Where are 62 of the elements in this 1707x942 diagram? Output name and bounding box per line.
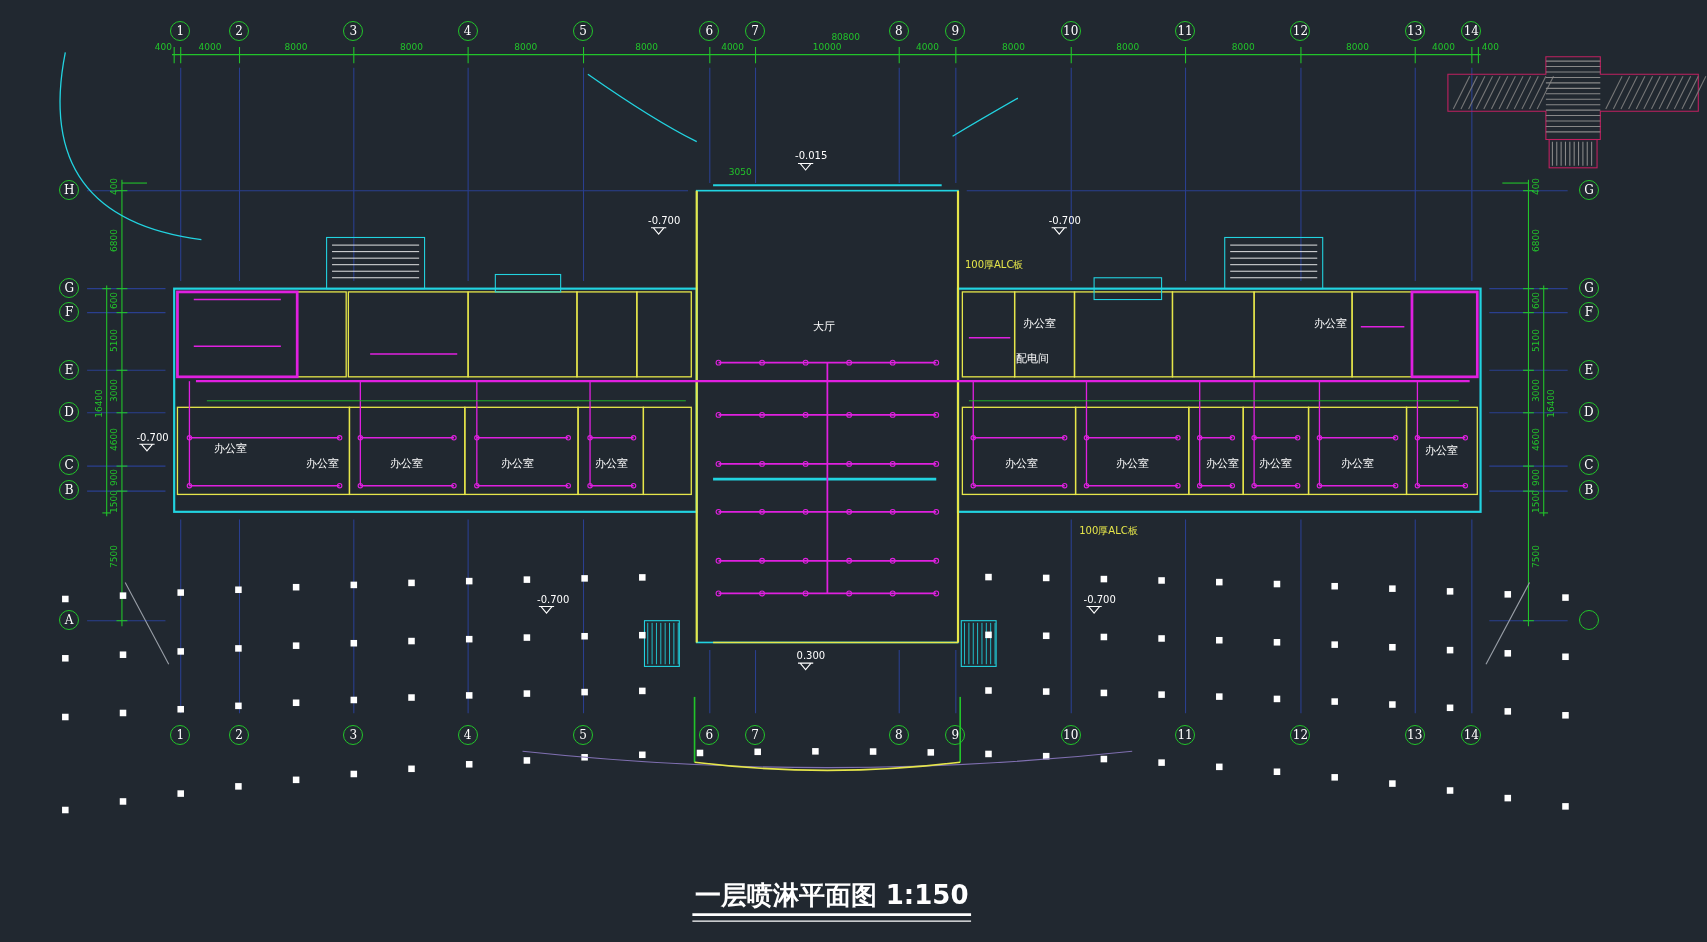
dimension-text: 1500 [1531, 490, 1541, 514]
dimension-text: 4000 [721, 43, 745, 53]
dimension-text: 8000 [514, 43, 538, 53]
dimension-text: 900 [1531, 469, 1541, 487]
dimension-text: 8000 [400, 43, 423, 53]
room-label: 办公室 [500, 458, 534, 470]
dimension-text: 8000 [1231, 43, 1255, 53]
elevation-label: -0.015 [795, 150, 828, 161]
dimension-text: 16400 [1546, 389, 1556, 419]
room-label: 办公室 [1023, 317, 1057, 329]
dimension-text: 8000 [1116, 43, 1140, 53]
dimension-text: 400 [154, 43, 172, 53]
dimension-text: 400 [1481, 43, 1500, 53]
dimension-text: 4000 [916, 43, 939, 53]
note-label: 100厚ALC板 [1079, 526, 1138, 537]
dimension-text: 5100 [1531, 329, 1541, 353]
dimension-text: 1500 [109, 490, 119, 514]
dimension-text: 8000 [1346, 43, 1369, 53]
room-label: 办公室 [1313, 317, 1347, 329]
dimension-text: 8000 [635, 43, 659, 53]
room-label: 办公室 [1115, 458, 1149, 470]
dimension-text: 3000 [109, 379, 119, 403]
room-label: 办公室 [1424, 445, 1458, 457]
elevation-label: -0.700 [1083, 594, 1116, 605]
dimension-text: 80800 [831, 32, 860, 42]
dimension-text: 4600 [1531, 428, 1541, 452]
dimension-text: 7500 [1531, 544, 1541, 568]
room-label: 办公室 [389, 458, 423, 470]
elevation-label: 0.300 [796, 651, 826, 662]
room-label: 办公室 [214, 443, 248, 454]
dimension-text: 4000 [1432, 43, 1455, 53]
room-label: 办公室 [1004, 458, 1038, 470]
dimension-text: 900 [109, 469, 119, 487]
dimension-text: 4000 [198, 43, 222, 53]
dimension-text: 600 [109, 291, 119, 310]
dimension-text: 5100 [109, 329, 119, 353]
dimension-text: 6800 [1531, 229, 1541, 253]
elevation-label: -0.700 [136, 432, 169, 443]
elevation-label: -0.700 [1048, 216, 1081, 226]
dimension-text: 3000 [1531, 379, 1541, 403]
note-label: 100厚ALC板 [964, 259, 1024, 270]
room-label: 办公室 [595, 458, 629, 470]
dimension-text: 600 [1531, 291, 1541, 310]
room-label: 配电间 [1015, 352, 1049, 364]
room-label: 办公室 [1206, 458, 1240, 470]
elevation-label: -0.700 [648, 216, 681, 226]
elevation-label: -0.700 [537, 594, 570, 605]
dimension-text: 400 [1531, 177, 1541, 195]
room-label: 办公室 [1341, 458, 1375, 470]
room-label: 大厅 [813, 321, 836, 333]
dimension-text: 3050 [728, 167, 752, 177]
room-label: 办公室 [305, 458, 339, 470]
dimension-text: 8000 [284, 43, 308, 53]
dimension-text: 6800 [109, 229, 119, 253]
dimension-text: 4600 [109, 428, 119, 452]
dimension-text: 16400 [94, 389, 104, 419]
dimension-text: 7500 [109, 544, 119, 568]
dimension-text: 8000 [1002, 43, 1025, 53]
dimension-text: 10000 [812, 43, 842, 53]
drawing-title: 一层喷淋平面图 1:150 [694, 881, 969, 908]
dimension-text: 400 [109, 177, 119, 195]
room-label: 办公室 [1259, 458, 1293, 470]
